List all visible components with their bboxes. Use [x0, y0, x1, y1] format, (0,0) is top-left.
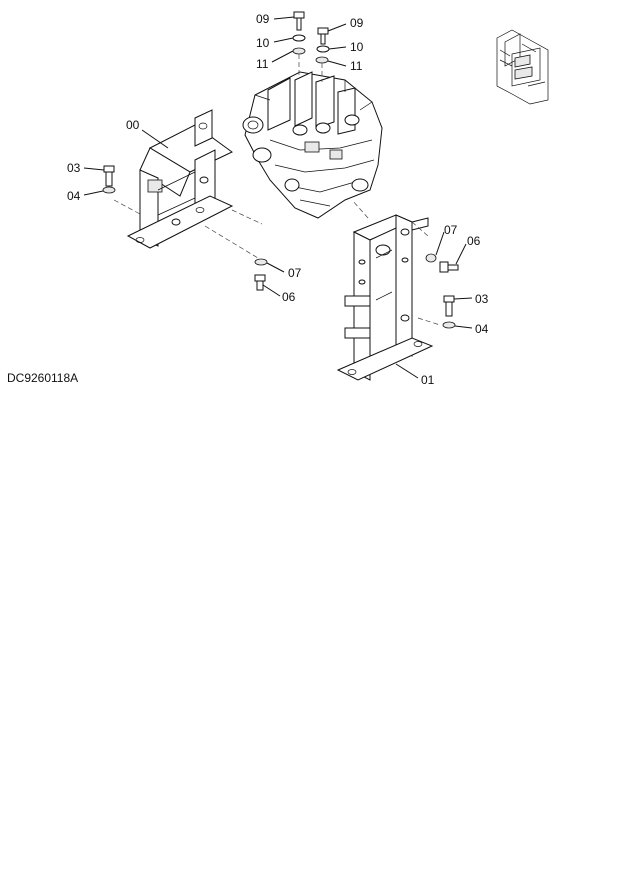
- bolt-03-right: [443, 295, 455, 317]
- callout-09-left: 09: [256, 12, 270, 26]
- callout-04-left: 04: [67, 189, 81, 203]
- washer-10-right: [316, 45, 330, 53]
- washer-07-center: [254, 258, 268, 266]
- bolt-09-right: [317, 27, 329, 45]
- callout-11-left: 11: [256, 57, 269, 71]
- bracket-00: [126, 109, 234, 249]
- callout-09-right: 09: [350, 16, 364, 30]
- leader-lines: [83, 16, 473, 379]
- callout-10-left: 10: [256, 36, 270, 50]
- washer-11-right: [315, 56, 329, 64]
- washer-04-right: [442, 321, 456, 329]
- callout-10-right: 10: [350, 40, 364, 54]
- callout-06-right: 06: [467, 234, 481, 248]
- callout-04-right: 04: [475, 322, 489, 336]
- callout-07-right: 07: [444, 223, 458, 237]
- bolt-06-right: [439, 261, 459, 273]
- callout-03-right: 03: [475, 292, 489, 306]
- callout-11-right: 11: [350, 59, 363, 73]
- drawing-code: DC9260118A: [7, 371, 78, 385]
- washer-07-right: [425, 253, 437, 263]
- washer-04-left: [102, 186, 116, 194]
- bracket-01: [336, 214, 434, 381]
- washer-10-left: [292, 34, 306, 42]
- washer-11-left: [292, 47, 306, 55]
- callout-00: 00: [126, 118, 140, 132]
- callout-01: 01: [421, 373, 435, 387]
- callout-06-center: 06: [282, 290, 296, 304]
- bolt-06-center: [254, 274, 266, 291]
- locator-thumbnail: [496, 29, 549, 105]
- bolt-03-left: [103, 165, 115, 187]
- callout-07-center: 07: [288, 266, 302, 280]
- bolt-09-left: [293, 11, 305, 31]
- control-valve: [242, 71, 383, 219]
- callout-03-left: 03: [67, 161, 81, 175]
